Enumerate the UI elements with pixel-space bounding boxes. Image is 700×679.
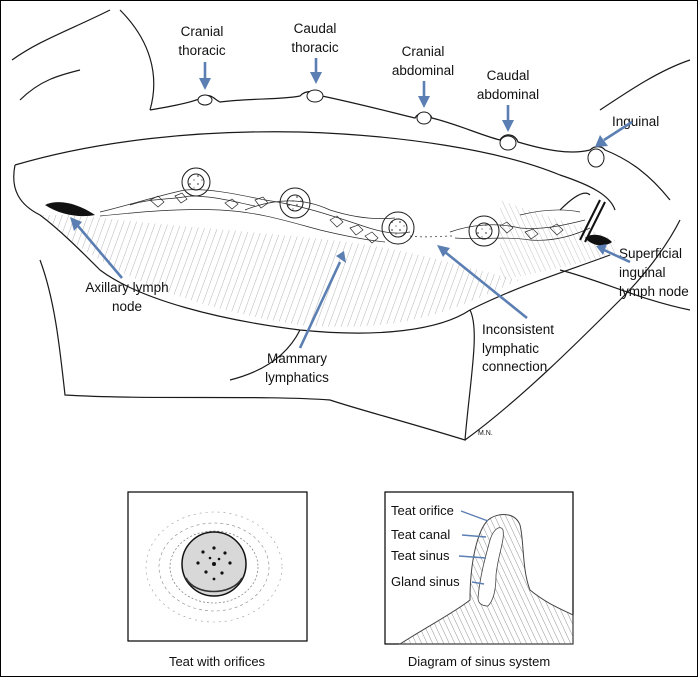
label-line: node xyxy=(112,299,142,314)
label-line: lymphatics xyxy=(265,370,329,385)
label-inguinal: Inguinal xyxy=(595,114,659,147)
label-caudal-abdominal: Caudal abdominal xyxy=(477,68,539,132)
label-line: Caudal xyxy=(487,68,530,83)
label-line: connection xyxy=(482,359,547,374)
sinus-label-gland-sinus: Gland sinus xyxy=(391,574,460,589)
label-line: thoracic xyxy=(291,40,339,55)
sinus-label-teat-orifice: Teat orifice xyxy=(391,503,454,518)
label-line: Caudal xyxy=(294,21,337,36)
label-line: thoracic xyxy=(178,43,226,58)
sinus-label-teat-sinus: Teat sinus xyxy=(391,548,450,563)
mammary-glands xyxy=(181,167,500,247)
label-line: lymph node xyxy=(619,284,689,299)
label-line: lymphatic xyxy=(482,341,539,356)
label-mammary-lymphatics: Mammary lymphatics xyxy=(265,251,346,385)
label-cranial-thoracic: Cranial thoracic xyxy=(178,24,226,90)
label-line: Cranial xyxy=(402,44,445,59)
label-line: Superficial xyxy=(619,246,682,261)
label-line: Cranial xyxy=(181,24,224,39)
label-line: Mammary xyxy=(267,351,327,366)
lymphatic-network xyxy=(99,189,591,244)
anatomical-illustration: M.N. xyxy=(11,9,691,441)
inset-caption: Teat with orifices xyxy=(169,654,266,669)
label-cranial-abdominal: Cranial abdominal xyxy=(392,44,454,108)
inset-caption: Diagram of sinus system xyxy=(408,654,550,669)
label-superficial-inguinal-lymph-node: Superficial inguinal lymph node xyxy=(596,244,689,299)
label-line: Inguinal xyxy=(612,114,659,129)
label-line: Axillary lymph xyxy=(85,280,168,295)
label-inconsistent-lymphatic-connection: Inconsistent lymphatic connection xyxy=(437,245,554,374)
label-line: abdominal xyxy=(392,63,454,78)
teat-row xyxy=(197,89,605,168)
sinus-label-teat-canal: Teat canal xyxy=(391,527,450,542)
label-line: abdominal xyxy=(477,87,539,102)
inset-teat-with-orifices: Teat with orifices xyxy=(127,491,308,669)
label-line: Inconsistent xyxy=(482,322,554,337)
artist-signature: M.N. xyxy=(478,430,493,437)
label-axillary-lymph-node: Axillary lymph node xyxy=(70,217,169,314)
orifices xyxy=(196,546,232,581)
label-caudal-thoracic: Caudal thoracic xyxy=(291,21,339,84)
label-line: inguinal xyxy=(619,265,666,280)
inset-sinus-system: Teat orifice Teat canal Teat sinus Gland… xyxy=(384,491,574,669)
